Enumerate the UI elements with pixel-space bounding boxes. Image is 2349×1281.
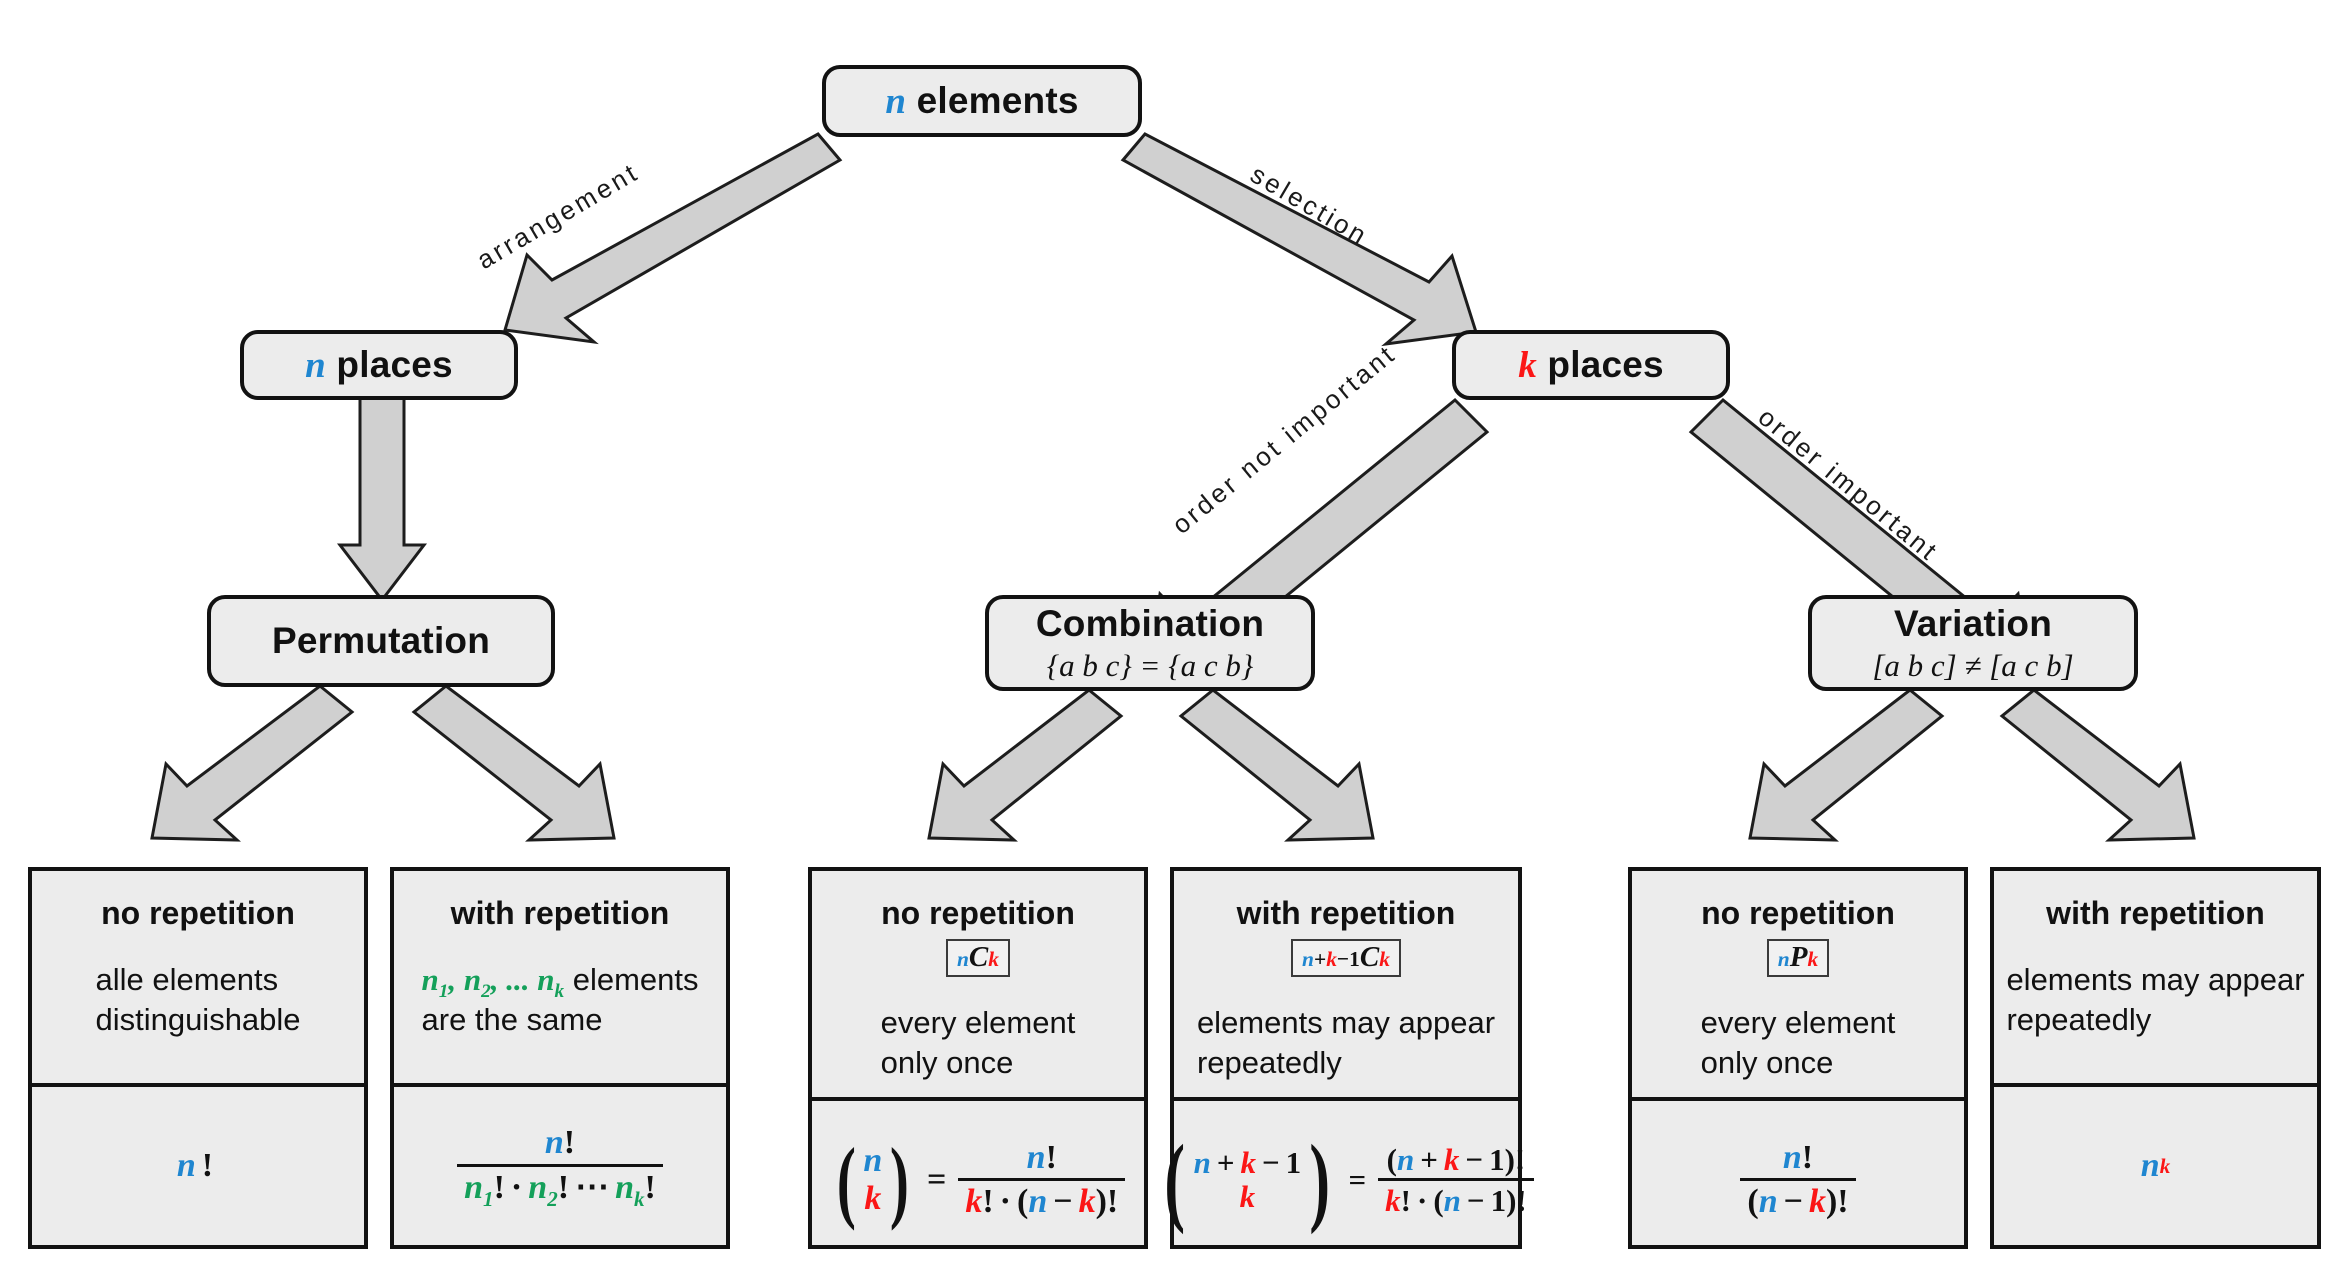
minus-sign: − xyxy=(1336,946,1350,971)
node-k-places-label: k places xyxy=(1518,344,1664,386)
leaf-description: every element only once xyxy=(880,1004,1076,1081)
leaf-description: elements may appear repeatedly xyxy=(1196,1004,1496,1081)
node-n-places[interactable]: n places xyxy=(240,330,518,400)
denominator-terms: n1 xyxy=(464,1169,494,1211)
variable-k: k xyxy=(1518,344,1537,386)
leaf-combination-no-repetition[interactable]: no repetition nCk every element only onc… xyxy=(808,867,1148,1249)
leaf-formula: n! xyxy=(32,1087,364,1245)
permutation-symbol: P xyxy=(1789,940,1808,973)
variable-n: n xyxy=(2140,1147,2160,1184)
leaf-lead-label: with repetition xyxy=(2046,895,2265,931)
leaf-lead-label: no repetition xyxy=(881,895,1075,931)
node-k-places[interactable]: k places xyxy=(1452,330,1730,400)
variable-k: k xyxy=(1326,946,1337,971)
node-n-elements[interactable]: n elements xyxy=(822,65,1142,137)
variable-n: n xyxy=(544,1124,564,1162)
plus-sign: + xyxy=(1313,946,1327,971)
edge-label-order-important: order important xyxy=(1752,402,1945,569)
ellipsis: ⋯ xyxy=(575,1169,610,1206)
variable-n-subscripted: n1, n2, ... nk xyxy=(421,962,565,1003)
variable-k: k xyxy=(1807,946,1819,971)
arrow-combination-to-with-repetition xyxy=(1178,688,1375,842)
arrow-root-to-k-places xyxy=(1120,132,1478,347)
node-combination-title: Combination xyxy=(1035,603,1265,645)
leaf-upper: with repetition n+k−1Ck elements may app… xyxy=(1174,871,1518,1102)
leaf-formula: ( n k ) = n! k!·(n−k)! xyxy=(812,1101,1144,1259)
leaf-lead-label: no repetition xyxy=(1701,895,1895,931)
arrow-root-to-n-places xyxy=(503,132,843,345)
notation-nPk: nPk xyxy=(1766,938,1830,977)
edge-label-order-not-important-text: order not important xyxy=(1166,338,1402,540)
node-n-elements-label: n elements xyxy=(885,80,1078,122)
notation-nCk: nCk xyxy=(945,938,1010,977)
node-n-places-label: n places xyxy=(305,344,453,386)
node-permutation-title: Permutation xyxy=(271,620,491,662)
leaf-permutation-no-repetition[interactable]: no repetition alle elements distinguisha… xyxy=(28,867,368,1249)
factorial-sign: ! xyxy=(563,1124,576,1162)
edge-label-selection: selection xyxy=(1245,159,1374,252)
arrow-n-places-to-permutation xyxy=(336,396,428,603)
equals-sign: = xyxy=(926,1161,947,1199)
leaf-description: every element only once xyxy=(1700,1004,1896,1081)
node-variation-subtitle: [a b c] ≠ [a c b] xyxy=(1872,647,2074,683)
arrow-permutation-to-no-repetition xyxy=(150,684,355,842)
binomial-coefficient: ( n k ) xyxy=(836,1129,910,1232)
arrow-combination-to-no-repetition xyxy=(927,688,1124,842)
variable-n: n xyxy=(176,1147,196,1184)
leaf-upper: no repetition nCk every element only onc… xyxy=(812,871,1144,1102)
node-n-elements-text: elements xyxy=(916,79,1079,121)
leaf-variation-no-repetition[interactable]: no repetition nPk every element only onc… xyxy=(1628,867,1968,1249)
node-k-places-text: places xyxy=(1547,343,1664,385)
number-one: 1 xyxy=(1349,946,1360,971)
variable-k: k xyxy=(1379,946,1390,971)
leaf-lead-label: with repetition xyxy=(1236,895,1456,931)
node-variation[interactable]: Variation [a b c] ≠ [a c b] xyxy=(1808,595,2138,691)
leaf-formula: ( n+k−1 k ) = (n+k−1)! k!·(n−1)! xyxy=(1165,1101,1534,1259)
leaf-formula: n! n1!·n2!⋯nk! xyxy=(394,1087,726,1245)
factorial-sign: ! xyxy=(201,1147,214,1184)
notation-npkm1Ck: n+k−1Ck xyxy=(1291,938,1401,977)
leaf-upper: no repetition alle elements distinguisha… xyxy=(32,871,364,1087)
leaf-variation-with-repetition[interactable]: with repetition elements may appear repe… xyxy=(1990,867,2321,1249)
node-combination-subtitle: {a b c} = {a c b} xyxy=(1046,647,1254,683)
node-variation-title: Variation xyxy=(1893,603,2053,645)
leaf-combination-with-repetition[interactable]: with repetition n+k−1Ck elements may app… xyxy=(1165,867,1534,1249)
edge-label-arrangement-text: arrangement xyxy=(471,156,645,275)
edge-label-order-important-text: order important xyxy=(1752,401,1945,568)
leaf-upper: no repetition nPk every element only onc… xyxy=(1632,871,1964,1102)
leaf-description: alle elements distinguishable xyxy=(95,962,301,1038)
edge-label-selection-text: selection xyxy=(1245,158,1374,252)
multiply-dot: · xyxy=(510,1169,523,1206)
leaf-lead-label: no repetition xyxy=(101,895,295,931)
variable-n: n xyxy=(863,1142,883,1180)
edge-label-arrangement: arrangement xyxy=(472,156,645,275)
arrow-permutation-to-with-repetition xyxy=(411,684,616,842)
arrow-variation-to-no-repetition xyxy=(1748,688,1945,842)
binomial-coefficient: ( n+k−1 k ) xyxy=(1164,1124,1331,1236)
arrow-variation-to-with-repetition xyxy=(1999,688,2196,842)
equals-sign: = xyxy=(1348,1162,1367,1198)
leaf-upper: with repetition elements may appear repe… xyxy=(1994,871,2317,1087)
variable-n: n xyxy=(956,946,969,971)
node-n-places-text: places xyxy=(336,343,453,385)
variable-k: k xyxy=(864,1180,882,1218)
leaf-lead-label: with repetition xyxy=(450,895,670,931)
leaf-formula: n! (n−k)! xyxy=(1632,1101,1964,1259)
node-permutation[interactable]: Permutation xyxy=(207,595,555,687)
node-combination[interactable]: Combination {a b c} = {a c b} xyxy=(985,595,1315,691)
edge-label-order-not-important: order not important xyxy=(1166,338,1402,540)
variable-k: k xyxy=(988,946,999,971)
leaf-description: elements may appear repeatedly xyxy=(2006,962,2305,1038)
variable-n: n xyxy=(1777,946,1790,971)
variable-n: n xyxy=(305,344,326,386)
combination-symbol: C xyxy=(1359,940,1380,973)
variable-n: n xyxy=(885,80,907,122)
variable-n: n xyxy=(1302,946,1314,971)
combination-symbol: C xyxy=(968,940,989,973)
